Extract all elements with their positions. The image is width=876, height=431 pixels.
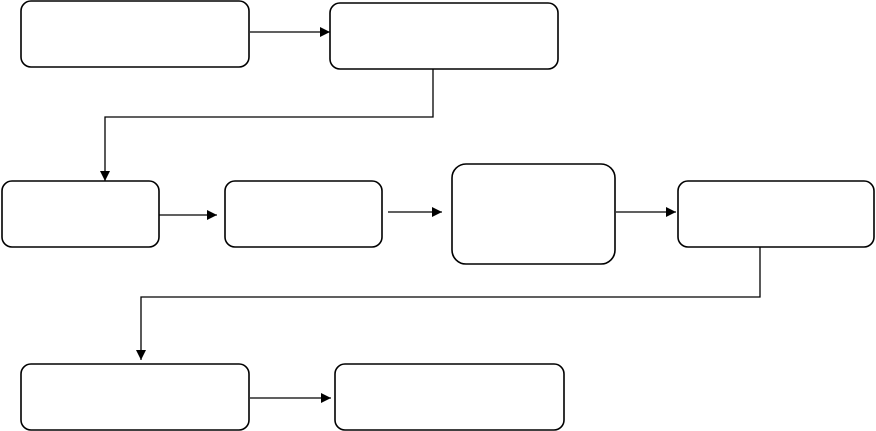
flowchart-node-5 [451, 163, 616, 265]
flowchart-node-7 [20, 363, 250, 431]
flowchart-node-3 [1, 180, 160, 248]
edge-n2-n3 [100, 69, 434, 181]
flowchart-node-1 [20, 0, 250, 68]
flowchart-node-6 [677, 180, 875, 248]
flowchart-node-4 [224, 180, 383, 248]
edge-n6-n7 [136, 247, 761, 360]
flowchart-node-2 [329, 2, 559, 70]
flowchart-node-8 [334, 363, 565, 431]
connectors [100, 27, 761, 403]
